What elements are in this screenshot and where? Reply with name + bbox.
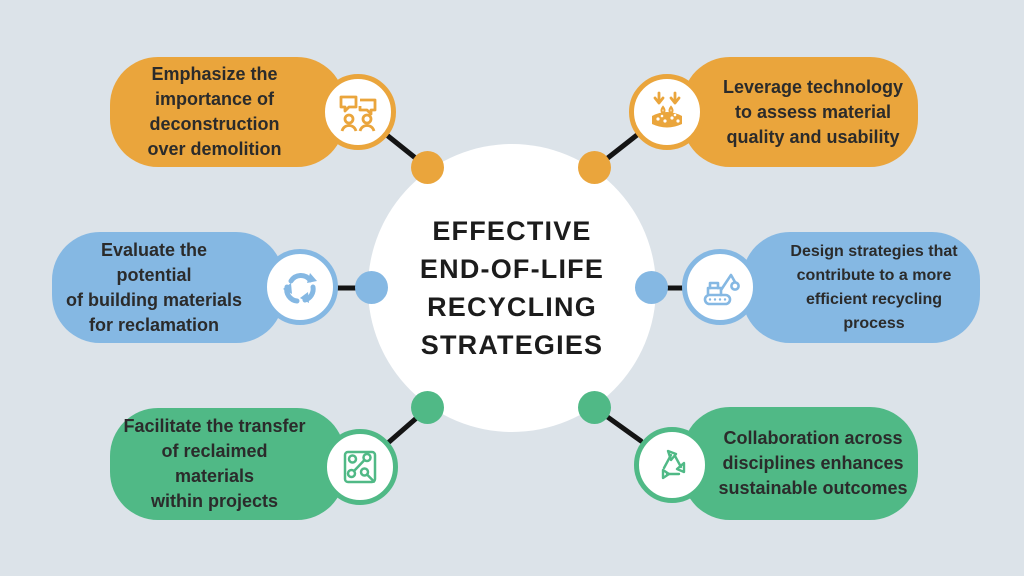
material-assessment-icon: [652, 91, 682, 128]
node-design-strategies-label: Design strategies that contribute to a m…: [790, 242, 958, 332]
recycle-arrows-icon: [283, 272, 317, 304]
node-deconstruction-label: Emphasize the importance of deconstructi…: [147, 64, 282, 159]
icon-circle-top-left: [320, 74, 396, 150]
connector-dot-bottom-left: [411, 391, 444, 424]
node-evaluate-materials: Evaluate the potential of building mater…: [52, 232, 284, 343]
wrecking-crane-icon: [703, 273, 740, 306]
node-transfer-materials: Facilitate the transfer of reclaimed mat…: [110, 408, 345, 520]
connector-dot-middle-right: [635, 271, 668, 304]
node-collaboration-label: Collaboration across disciplines enhance…: [718, 428, 908, 498]
icon-circle-bottom-left: [322, 429, 398, 505]
node-technology-assessment: Leverage technology to assess material q…: [682, 57, 918, 167]
icon-circle-middle-right: [682, 249, 758, 325]
connector-dot-bottom-right: [578, 391, 611, 424]
node-deconstruction: Emphasize the importance of deconstructi…: [110, 57, 345, 167]
icon-circle-top-right: [629, 74, 705, 150]
node-collaboration: Collaboration across disciplines enhance…: [682, 407, 918, 520]
connector-dot-middle-left: [355, 271, 388, 304]
recycle-outline-icon: [661, 449, 686, 480]
central-circle: EFFECTIVE END-OF-LIFE RECYCLING STRATEGI…: [368, 144, 656, 432]
connector-dot-top-left: [411, 151, 444, 184]
connector-dot-top-right: [578, 151, 611, 184]
icon-circle-bottom-right: [634, 427, 710, 503]
node-technology-assessment-label: Leverage technology to assess material q…: [722, 76, 904, 147]
icon-circle-middle-left: [262, 249, 338, 325]
node-design-strategies: Design strategies that contribute to a m…: [742, 232, 980, 343]
circuit-board-icon: [343, 450, 377, 484]
node-evaluate-materials-label: Evaluate the potential of building mater…: [65, 239, 243, 335]
discussion-icon: [339, 95, 377, 132]
node-transfer-materials-label: Facilitate the transfer of reclaimed mat…: [123, 416, 306, 511]
diagram-title: EFFECTIVE END-OF-LIFE RECYCLING STRATEGI…: [419, 216, 605, 360]
